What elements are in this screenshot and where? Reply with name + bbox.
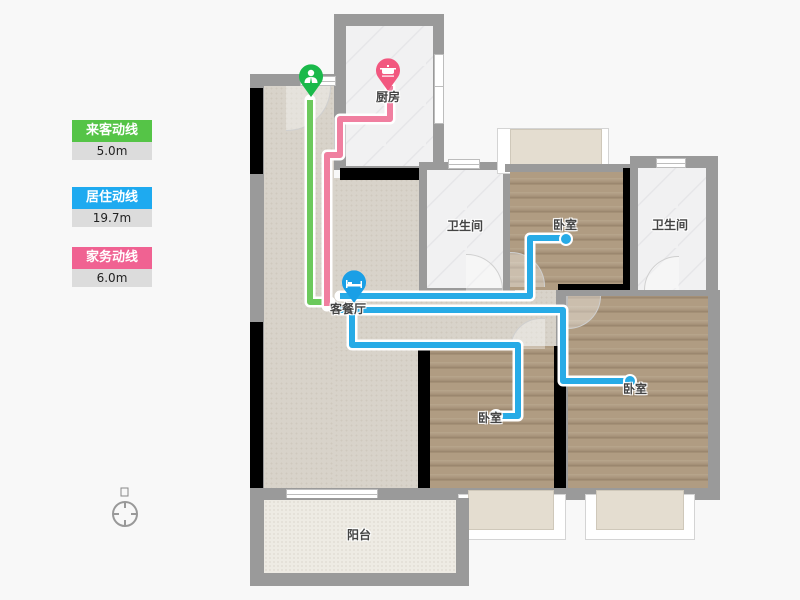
person-pin-icon [298, 64, 324, 98]
bedroom-top-top-wall [505, 164, 635, 172]
bathroom-right-floor [638, 168, 706, 292]
legend-living-route-label: 居住动线 [72, 187, 152, 209]
bedroom-bl-bay-sill [468, 490, 554, 530]
living-dining-label: 客餐厅 [330, 302, 367, 316]
structural-wall-kitchen-bottom [340, 168, 425, 180]
legend-guest-route: 来客动线 5.0m [72, 120, 152, 160]
kitchen-floor [346, 26, 433, 166]
compass-icon [108, 487, 142, 529]
cooking-pot-pin-icon [375, 58, 401, 92]
balcony-label: 阳台 [347, 528, 372, 542]
structural-wall-left-bottom [250, 322, 263, 494]
bedroom-top-bay-sill [510, 129, 602, 167]
legend-chore-route-value: 6.0m [72, 269, 152, 287]
bathroom-right-window [656, 158, 686, 168]
legend-chore-route-label: 家务动线 [72, 247, 152, 269]
bathroom-left-label: 卫生间 [447, 219, 484, 233]
legend-living-route: 居住动线 19.7m [72, 187, 152, 227]
structural-wall-left-top [250, 88, 263, 174]
bedroom-br-bay-sill [596, 490, 684, 530]
legend-chore-route: 家务动线 6.0m [72, 247, 152, 287]
bedroom-bottom-left-label: 卧室 [478, 411, 503, 425]
kitchen-label: 厨房 [376, 90, 401, 104]
structural-wall-bedroom-bl-left [418, 348, 430, 494]
bedroom-bottom-right-floor [568, 296, 708, 488]
bedroom-top-floor [510, 172, 625, 290]
bathroom-right-label: 卫生间 [652, 218, 689, 232]
legend-guest-route-value: 5.0m [72, 142, 152, 160]
legend-guest-route-label: 来客动线 [72, 120, 152, 142]
bedroom-top-label: 卧室 [553, 218, 578, 232]
legend-living-route-value: 19.7m [72, 209, 152, 227]
bedroom-bottom-right-label: 卧室 [623, 382, 648, 396]
bathroom-left-window [448, 159, 480, 169]
bed-pin-icon [341, 270, 367, 304]
kitchen-window [434, 54, 444, 124]
balcony-floor [264, 500, 456, 573]
